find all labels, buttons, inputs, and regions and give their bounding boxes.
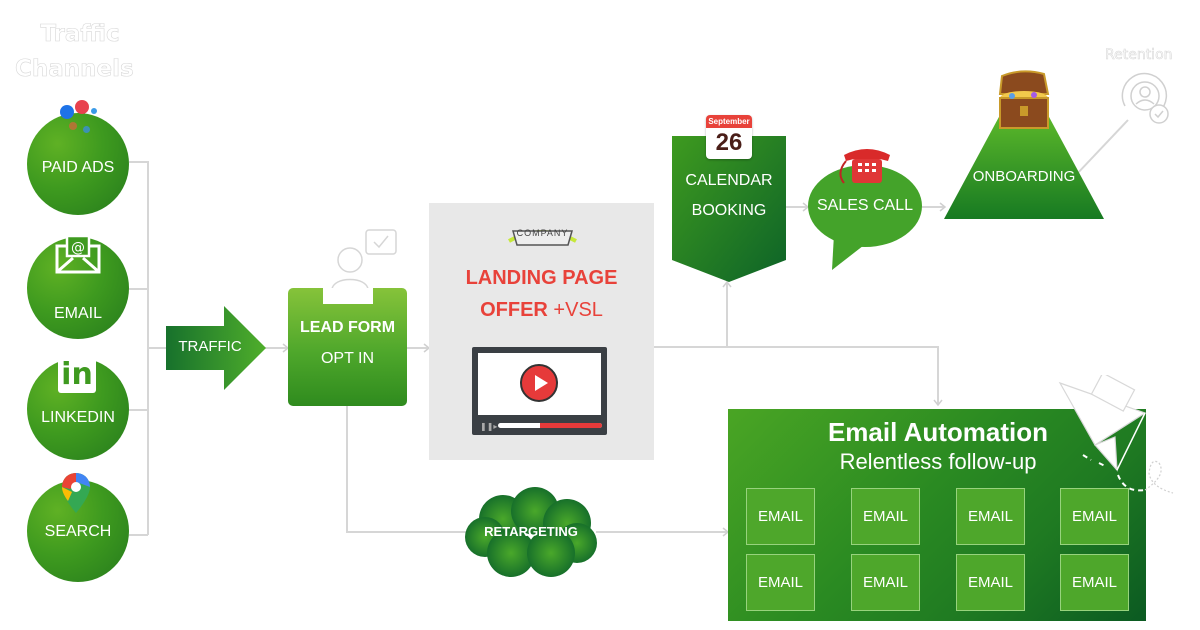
calendar-label-1: CALENDAR: [685, 172, 773, 189]
map-pin-icon: [62, 473, 90, 513]
calendar-booking-shape[interactable]: [672, 136, 786, 282]
channel-label: EMAIL: [53, 305, 102, 322]
calendar-day: 26: [715, 129, 743, 156]
channel-paid-ads[interactable]: PAID ADS: [27, 113, 129, 215]
linkedin-icon: in: [58, 355, 96, 393]
sales-call-label: SALES CALL: [816, 197, 914, 214]
envelope-at-icon: @: [55, 236, 101, 274]
email-automation-subtitle: Relentless follow-up: [839, 449, 1037, 474]
traffic-channels-title: Traffic: [35, 16, 125, 52]
email-automation-title: Email Automation: [827, 417, 1049, 447]
email-cell[interactable]: EMAIL: [1060, 554, 1129, 611]
play-button[interactable]: [520, 364, 558, 402]
email-cell[interactable]: EMAIL: [956, 488, 1025, 545]
connector-lead-to-retargeting: [346, 406, 470, 533]
treasure-chest-icon: [998, 70, 1050, 129]
play-icon: [535, 375, 548, 391]
social-reactions-icon: [55, 100, 105, 140]
retargeting-label: RETARGETING: [484, 524, 578, 539]
traffic-channels-title-line-2: Channels: [15, 56, 134, 83]
lead-form-box[interactable]: LEAD FORM OPT IN: [288, 288, 407, 406]
landing-page-offer: OFFER +VSL: [429, 299, 654, 322]
channel-label: LINKEDIN: [41, 409, 115, 426]
email-cell[interactable]: EMAIL: [956, 554, 1025, 611]
calendar-label-2: BOOKING: [691, 202, 767, 219]
company-logo-text: COMPANY: [516, 228, 569, 238]
email-cell[interactable]: EMAIL: [1060, 488, 1129, 545]
connector-landing-to-email: [654, 346, 939, 405]
sales-call-bubble[interactable]: [806, 164, 924, 270]
calendar-month: September: [706, 115, 752, 128]
video-progress-remaining: [539, 423, 602, 428]
channel-label: SEARCH: [44, 523, 112, 540]
paper-plane-envelope-icon: [1058, 375, 1174, 494]
calendar-icon: September 26: [706, 115, 752, 159]
landing-page-panel[interactable]: COMPANY LANDING PAGE OFFER +VSL ❚❚▸: [429, 203, 654, 460]
onboarding-pyramid[interactable]: [944, 115, 1104, 219]
onboarding-label: ONBOARDING: [972, 168, 1076, 185]
channel-label: PAID ADS: [41, 159, 115, 176]
lead-form-subtitle: OPT IN: [320, 350, 375, 367]
video-progress-bar[interactable]: [498, 423, 602, 428]
svg-text:@: @: [71, 240, 85, 256]
user-body-icon: [323, 288, 373, 304]
company-logo-icon: [508, 230, 577, 246]
lead-form-title: LEAD FORM: [299, 319, 396, 336]
video-player[interactable]: ❚❚▸: [472, 347, 607, 435]
email-cell[interactable]: EMAIL: [851, 488, 920, 545]
email-automation-panel[interactable]: Email Automation Relentless follow-up EM…: [728, 409, 1146, 621]
traffic-arrow[interactable]: [166, 306, 266, 390]
retention-label: Retention: [1105, 47, 1173, 64]
user-checkmark-icon: [331, 229, 397, 291]
retention-cycle-icon: [1121, 72, 1169, 124]
traffic-label: TRAFFIC: [178, 338, 242, 355]
title-line-1: Traffic: [40, 21, 120, 48]
email-cell[interactable]: EMAIL: [746, 554, 815, 611]
telephone-icon: [839, 149, 890, 184]
pause-play-controls-icon: ❚❚▸: [480, 422, 498, 431]
retargeting-cloud[interactable]: [463, 487, 599, 579]
connector-onboarding-to-retention: [1074, 119, 1129, 177]
landing-page-title: LANDING PAGE: [465, 267, 618, 289]
connector-paid-ads: [129, 161, 149, 535]
email-cell[interactable]: EMAIL: [746, 488, 815, 545]
offer-text: OFFER: [480, 299, 548, 321]
vsl-text: +VSL: [553, 299, 603, 321]
email-cell[interactable]: EMAIL: [851, 554, 920, 611]
